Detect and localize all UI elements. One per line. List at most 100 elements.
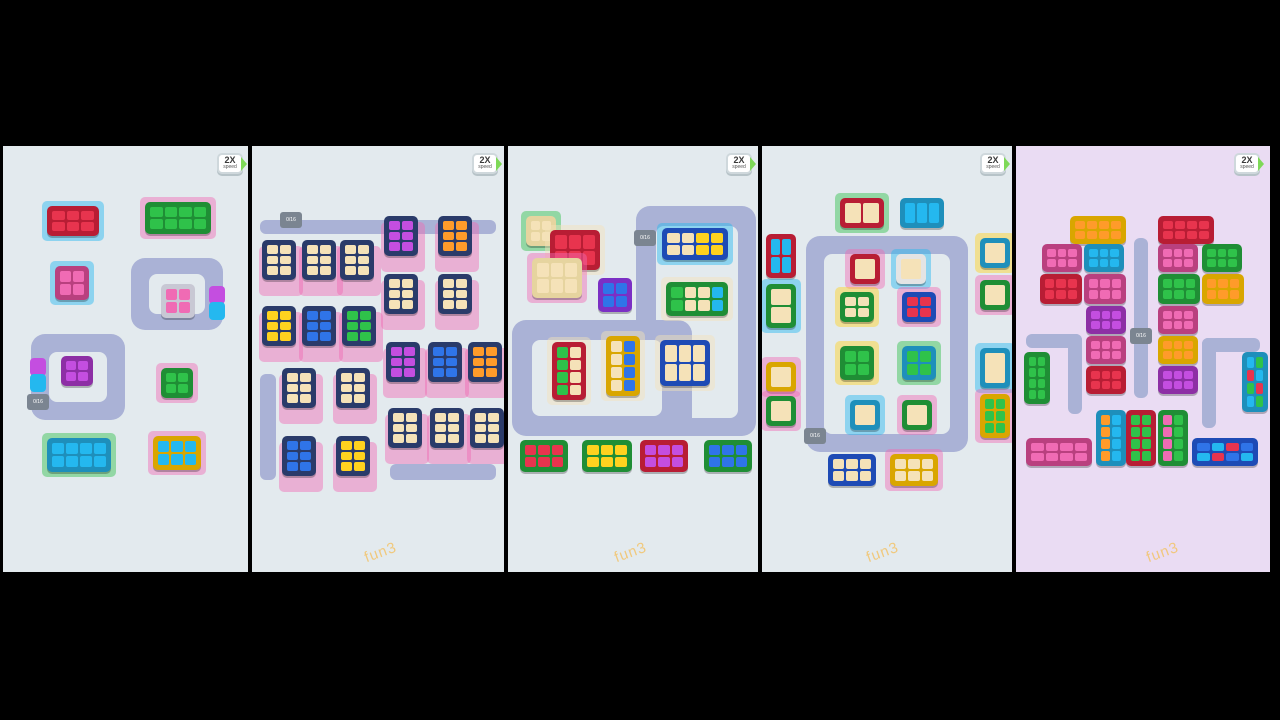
- color-tray[interactable]: [262, 306, 296, 346]
- color-tray[interactable]: [840, 198, 884, 228]
- color-tray[interactable]: [766, 234, 796, 278]
- color-tray[interactable]: [1042, 244, 1082, 272]
- color-tray[interactable]: [1070, 216, 1126, 244]
- color-tray[interactable]: [896, 254, 926, 284]
- color-tray[interactable]: [438, 274, 472, 314]
- color-tray[interactable]: [766, 362, 796, 392]
- color-tray[interactable]: [1126, 410, 1156, 466]
- color-tray[interactable]: [340, 240, 374, 280]
- color-tray[interactable]: [660, 340, 710, 386]
- color-tray[interactable]: [470, 408, 504, 448]
- color-tray[interactable]: [1086, 336, 1126, 364]
- tray-block: [66, 456, 78, 467]
- color-tray[interactable]: [47, 438, 111, 472]
- color-tray[interactable]: [520, 440, 568, 472]
- color-tray[interactable]: [1158, 366, 1198, 394]
- color-tray[interactable]: [153, 436, 201, 470]
- color-tray[interactable]: [598, 278, 632, 312]
- color-tray[interactable]: [980, 394, 1010, 438]
- color-tray[interactable]: [840, 346, 874, 380]
- color-tray[interactable]: [662, 228, 728, 260]
- color-tray[interactable]: [1202, 244, 1242, 272]
- cart[interactable]: [30, 358, 46, 376]
- color-tray[interactable]: [1026, 438, 1092, 466]
- cart[interactable]: [30, 374, 46, 392]
- color-tray[interactable]: [980, 238, 1010, 268]
- tray-block: [1131, 427, 1140, 437]
- cart[interactable]: [209, 302, 225, 320]
- color-tray[interactable]: [468, 342, 502, 382]
- color-tray[interactable]: [902, 292, 936, 322]
- speed-toggle-button[interactable]: 2X speed: [472, 153, 502, 174]
- color-tray[interactable]: [336, 436, 370, 476]
- color-tray[interactable]: [1202, 274, 1244, 304]
- color-tray[interactable]: [438, 216, 472, 256]
- color-tray[interactable]: [1158, 306, 1198, 334]
- color-tray[interactable]: [161, 368, 193, 398]
- color-tray[interactable]: [840, 292, 874, 322]
- color-tray[interactable]: [1158, 244, 1198, 272]
- color-tray[interactable]: [430, 408, 464, 448]
- color-tray[interactable]: [850, 400, 880, 430]
- color-tray[interactable]: [302, 240, 336, 280]
- speed-toggle-button[interactable]: 2X speed: [217, 153, 247, 174]
- color-tray[interactable]: [1040, 274, 1082, 304]
- color-tray[interactable]: [302, 306, 336, 346]
- color-tray[interactable]: [828, 454, 876, 486]
- speed-toggle-button[interactable]: 2X speed: [726, 153, 756, 174]
- color-tray[interactable]: [336, 368, 370, 408]
- color-tray[interactable]: [384, 274, 418, 314]
- color-tray[interactable]: [282, 368, 316, 408]
- color-tray[interactable]: [384, 216, 418, 256]
- tray-block: [81, 211, 94, 220]
- color-tray[interactable]: [61, 356, 93, 386]
- speed-sublabel: speed: [732, 164, 746, 170]
- tray-block: [1099, 221, 1109, 229]
- color-tray[interactable]: [640, 440, 688, 472]
- speed-toggle-button[interactable]: 2X speed: [980, 153, 1010, 174]
- color-tray[interactable]: [1086, 306, 1126, 334]
- color-tray[interactable]: [850, 254, 880, 284]
- color-tray[interactable]: [55, 266, 89, 300]
- color-tray[interactable]: [980, 280, 1010, 310]
- color-tray[interactable]: [582, 440, 632, 472]
- color-tray[interactable]: [1096, 410, 1126, 466]
- color-tray[interactable]: [145, 202, 211, 234]
- color-tray[interactable]: [606, 336, 640, 396]
- tray-block: [645, 445, 657, 455]
- color-tray[interactable]: [766, 284, 796, 328]
- color-tray[interactable]: [388, 408, 422, 448]
- color-tray[interactable]: [902, 346, 936, 380]
- color-tray[interactable]: [1086, 366, 1126, 394]
- tray-block: [603, 296, 614, 307]
- color-tray[interactable]: [1158, 216, 1214, 244]
- color-tray[interactable]: [1158, 410, 1188, 466]
- color-tray[interactable]: [386, 342, 420, 382]
- color-tray[interactable]: [532, 258, 582, 298]
- color-tray[interactable]: [890, 454, 938, 486]
- color-tray[interactable]: [552, 342, 586, 400]
- cart[interactable]: [209, 286, 225, 304]
- color-tray[interactable]: [1084, 244, 1124, 272]
- color-tray[interactable]: [262, 240, 296, 280]
- tray-block: [1163, 259, 1172, 267]
- color-tray[interactable]: [1242, 352, 1268, 412]
- color-tray[interactable]: [902, 400, 932, 430]
- tray-block: [150, 207, 163, 217]
- color-tray[interactable]: [1158, 274, 1200, 304]
- color-tray[interactable]: [1024, 352, 1050, 404]
- color-tray[interactable]: [1084, 274, 1126, 304]
- color-tray[interactable]: [666, 282, 728, 316]
- color-tray[interactable]: [900, 198, 944, 228]
- color-tray[interactable]: [1158, 336, 1198, 364]
- color-tray[interactable]: [980, 348, 1010, 388]
- color-tray[interactable]: [342, 306, 376, 346]
- color-tray[interactable]: [282, 436, 316, 476]
- color-tray[interactable]: [1192, 438, 1258, 466]
- color-tray[interactable]: [161, 284, 195, 318]
- color-tray[interactable]: [704, 440, 752, 472]
- speed-toggle-button[interactable]: 2X speed: [1234, 153, 1264, 174]
- color-tray[interactable]: [47, 206, 99, 236]
- color-tray[interactable]: [428, 342, 462, 382]
- color-tray[interactable]: [766, 396, 796, 426]
